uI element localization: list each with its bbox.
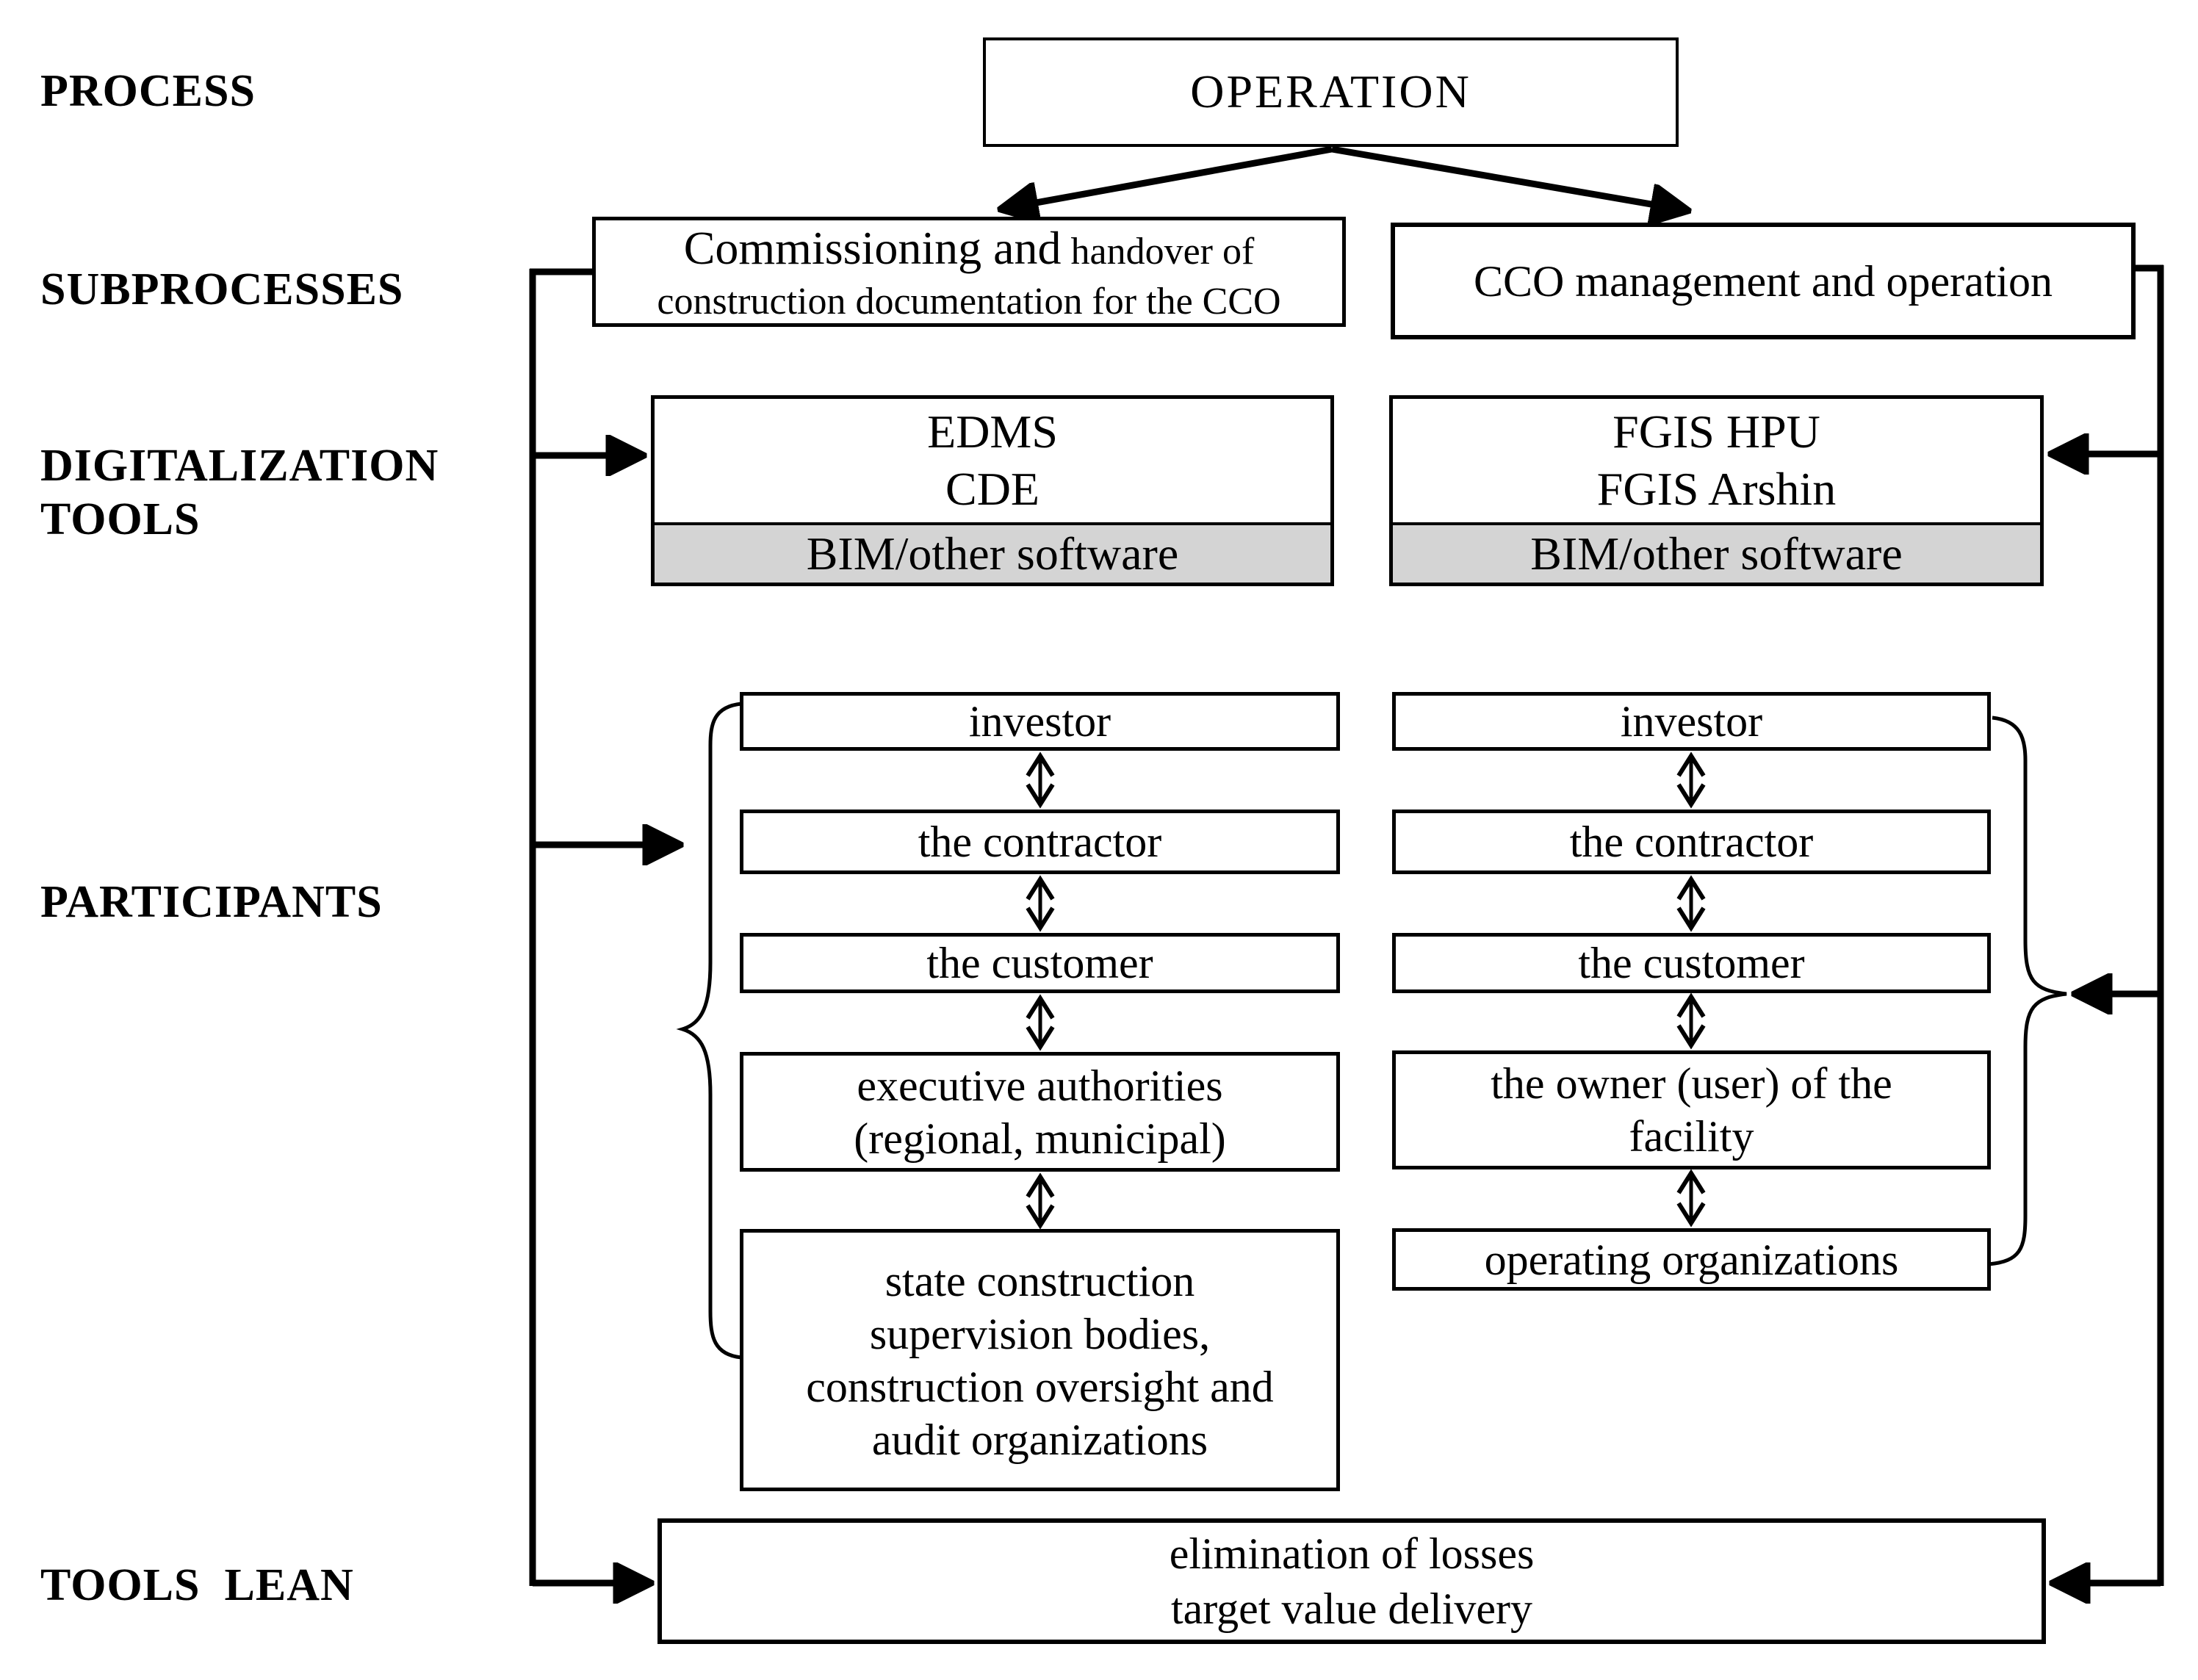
subprocess-left-text: Commissioning and handover of constructi… [657, 219, 1280, 325]
row-label-digitalization-tools: DIGITALIZATION TOOLS [40, 441, 439, 545]
double-arrow-right-4 [1676, 1169, 1706, 1227]
participants-right-owner: the owner (user) of the facility [1392, 1050, 1991, 1169]
subprocess-left-lead: Commissioning and [683, 221, 1062, 274]
tools-left-gray-row: BIM/other software [655, 522, 1330, 583]
double-arrow-right-1 [1676, 751, 1706, 809]
operation-box: OPERATION [983, 37, 1679, 147]
double-arrow-left-4 [1026, 1172, 1055, 1230]
row-label-tools-lean: TOOLS LEAN [40, 1560, 354, 1610]
participants-left-state-supervision: state construction supervision bodies, c… [740, 1229, 1340, 1491]
subprocess-left-line2: construction documentation for the CCO [657, 280, 1281, 322]
participants-right-customer: the customer [1392, 933, 1991, 993]
double-arrow-left-2 [1026, 875, 1055, 932]
tools-right-gray-row: BIM/other software [1393, 522, 2040, 583]
tools-left-box: EDMS CDE BIM/other software [651, 395, 1334, 586]
left-participants-brace [676, 702, 742, 1360]
double-arrow-right-3 [1676, 992, 1706, 1050]
participants-left-investor: investor [740, 692, 1340, 751]
arrow-operation-to-left-subprocess [1003, 145, 1333, 209]
tools-right-row1: FGIS HPU [1613, 405, 1820, 458]
participants-left-executive-authorities: executive authorities (regional, municip… [740, 1052, 1340, 1172]
row-label-participants: PARTICIPANTS [40, 877, 383, 927]
tools-right-box: FGIS HPU FGIS Arshin BIM/other software [1389, 395, 2044, 586]
row-label-process: PROCESS [40, 66, 256, 116]
tools-left-white-area: EDMS CDE [655, 399, 1330, 522]
double-arrow-right-2 [1676, 875, 1706, 932]
tools-lean-box: elimination of losses target value deliv… [657, 1518, 2046, 1644]
tools-right-white-area: FGIS HPU FGIS Arshin [1393, 399, 2040, 522]
participants-right-contractor: the contractor [1392, 810, 1991, 874]
subprocess-left-tail: handover of [1061, 230, 1255, 273]
participants-right-operating-organizations: operating organizations [1392, 1228, 1991, 1291]
tools-lean-text: elimination of losses target value deliv… [1170, 1526, 1535, 1637]
tools-left-row1: EDMS [927, 405, 1058, 458]
arrow-operation-to-right-subprocess [1331, 145, 1685, 210]
row-label-subprocesses: SUBPROCESSES [40, 264, 404, 314]
tools-lean-line1: elimination of losses [1169, 1529, 1535, 1578]
tools-lean-line2: target value delivery [1170, 1584, 1532, 1633]
double-arrow-left-1 [1026, 751, 1055, 809]
subprocess-left-line1: Commissioning and handover of [684, 219, 1255, 278]
right-participants-brace [1988, 715, 2067, 1266]
participants-right-investor: investor [1392, 692, 1991, 751]
subprocess-right-box: CCO management and operation [1391, 223, 2136, 339]
subprocess-left-box: Commissioning and handover of constructi… [592, 217, 1346, 327]
participants-left-customer: the customer [740, 933, 1340, 993]
participants-left-contractor: the contractor [740, 810, 1340, 874]
tools-right-row2: FGIS Arshin [1596, 462, 1837, 515]
double-arrow-left-3 [1026, 994, 1055, 1051]
tools-left-row2: CDE [945, 462, 1039, 515]
